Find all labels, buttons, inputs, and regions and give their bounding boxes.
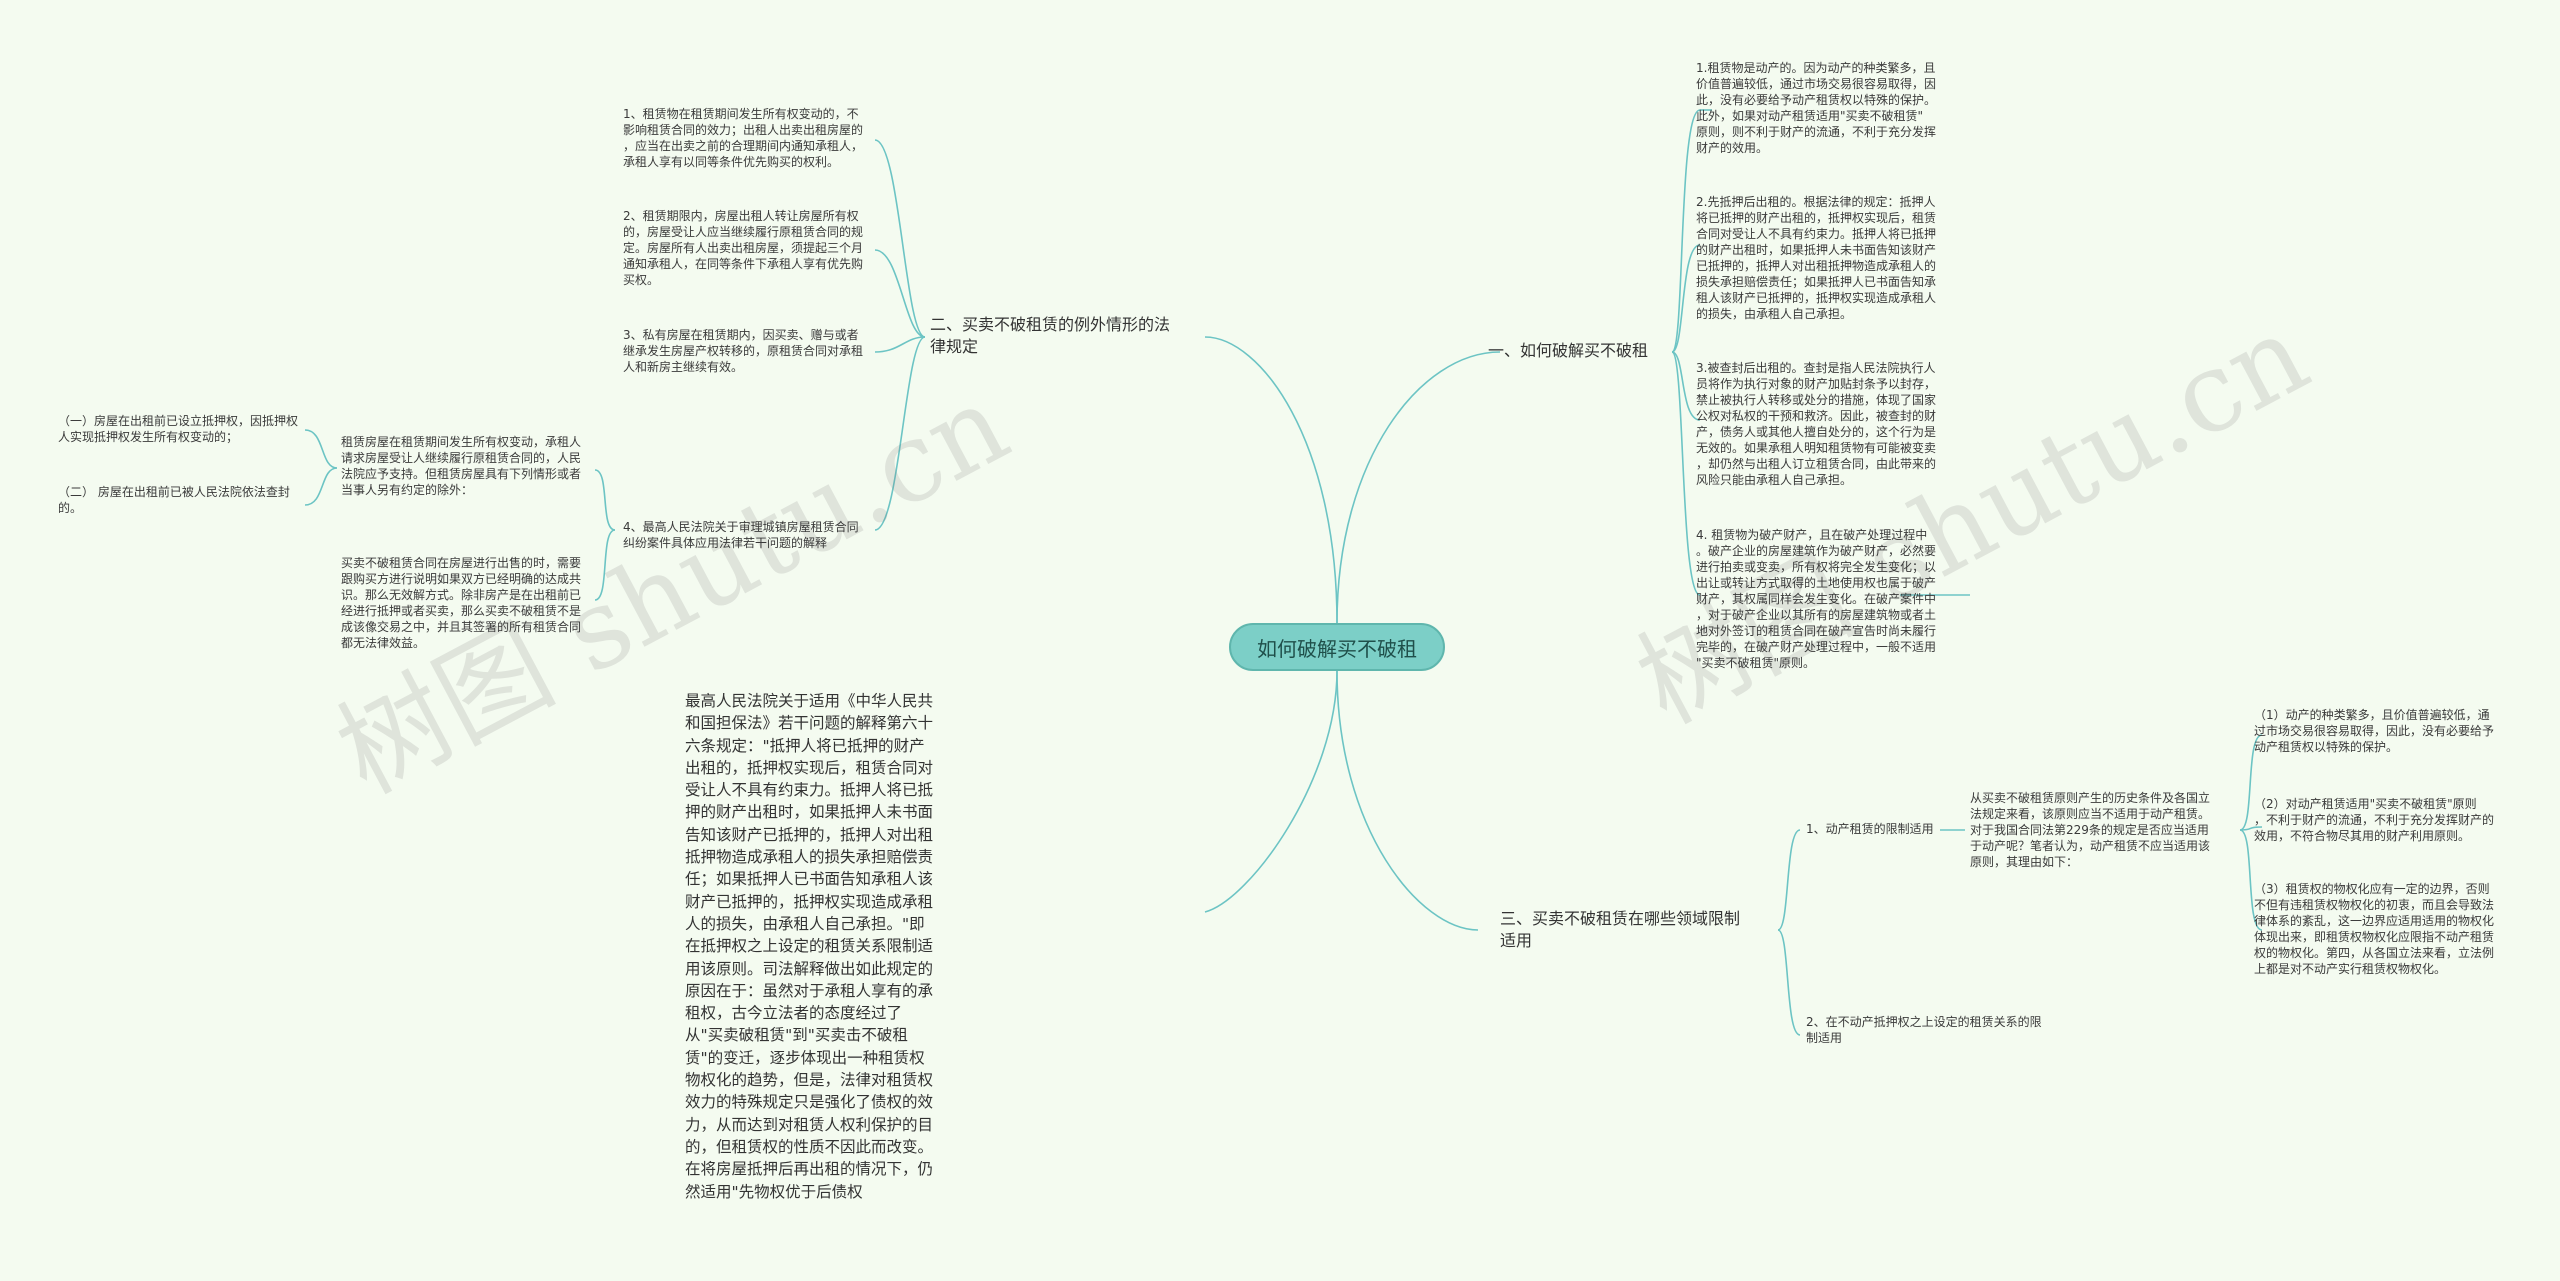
b3-reason-2[interactable]: （2）对动产租赁适用"买卖不破租赁"原则 ，不利于财产的流通，不利于充分发挥财产… [2254,797,2495,843]
connector-b2-item4-sub [594,469,616,531]
b3-item-movable-desc[interactable]: 从买卖不破租赁原则产生的历史条件及各国立 法规定来看，该原则应当不适用于动产租赁… [1970,791,2211,869]
connector-sub-c [304,429,338,469]
connector-center-b2 [1204,336,1338,624]
connector-center-b3 [1336,670,1479,931]
b2-sub-rule[interactable]: 租赁房屋在租赁期间发生所有权变动，承租人 请求房屋受让人继续履行原租赁合同的，人… [341,435,582,497]
central-topic[interactable]: 如何破解买不破租 [1229,623,1445,671]
b1-item-2[interactable]: 2.先抵押后出租的。根据法律的规定：抵押人 将已抵押的财产出租的，抵押权实现后，… [1696,195,1937,321]
branch-how-to-break[interactable]: 一、如何破解买不破租 [1488,341,1649,360]
branch-exceptions[interactable]: 二、买卖不破租赁的例外情形的法 律规定 [930,315,1171,356]
b2-item-4[interactable]: 4、最高人民法院关于审理城镇房屋租赁合同 纠纷案件具体应用法律若干问题的解释 [623,520,859,550]
b2-item-2[interactable]: 2、租赁期限内，房屋出租人转让房屋所有权 的，房屋受让人应当继续履行原租赁合同的… [623,209,864,287]
b2-long-explanation[interactable]: 最高人民法院关于适用《中华人民共和国担保法》若干问题的解释第六十六条规定："抵押… [685,692,934,1201]
connector-b2-bracket [874,139,926,338]
b3-reason-3[interactable]: （3）租赁权的物权化应有一定的边界，否则 不但有违租赁权物权化的初衷，而且会导致… [2254,882,2495,976]
connector-b3-bracket [1777,829,1801,931]
b3-item-mortgage[interactable]: 2、在不动产抵押权之上设定的租赁关系的限 制适用 [1806,1015,2042,1045]
b1-item-3[interactable]: 3.被查封后出租的。查封是指人民法院执行人 员将作为执行对象的财产加贴封条予以封… [1696,361,1937,487]
b1-item-4[interactable]: 4. 租赁物为破产财产，且在破产处理过程中 。破产企业的房屋建筑作为破产财产，必… [1696,528,1937,670]
b2-sub-case-1[interactable]: （一）房屋在出租前已设立抵押权，因抵押权 人实现抵押权发生所有权变动的； [58,414,299,444]
branch-limited-fields[interactable]: 三、买卖不破租赁在哪些领域限制 适用 [1500,909,1741,950]
b2-sub-note[interactable]: 买卖不破租赁合同在房屋进行出售的时，需要 跟购买方进行说明如果双方已经明确的达成… [341,556,582,650]
b3-item-movable[interactable]: 1、动产租赁的限制适用 [1806,822,1934,836]
b2-sub-case-2[interactable]: （二） 房屋在出租前已被人民法院依法查封 的。 [58,485,290,515]
b3-reason-1[interactable]: （1）动产的种类繁多，且价值普遍较低，通 过市场交易很容易取得，因此，没有必要给… [2254,708,2495,754]
b1-item-1[interactable]: 1.租赁物是动产的。因为动产的种类繁多，且 价值普遍较低，通过市场交易很容易取得… [1696,61,1937,155]
connector-b1-bracket [1671,109,1701,353]
b2-item-3[interactable]: 3、私有房屋在租赁期内，因买卖、赠与或者 继承发生房屋产权转移的，原租赁合同对承… [623,328,864,374]
b2-item-1[interactable]: 1、租赁物在租赁期间发生所有权变动的，不 影响租赁合同的效力；出租人出卖出租房屋… [623,107,864,169]
connector-center-b1 [1336,351,1501,624]
connector-center-long [1204,670,1338,913]
connector-i1-reasons [2239,734,2263,831]
